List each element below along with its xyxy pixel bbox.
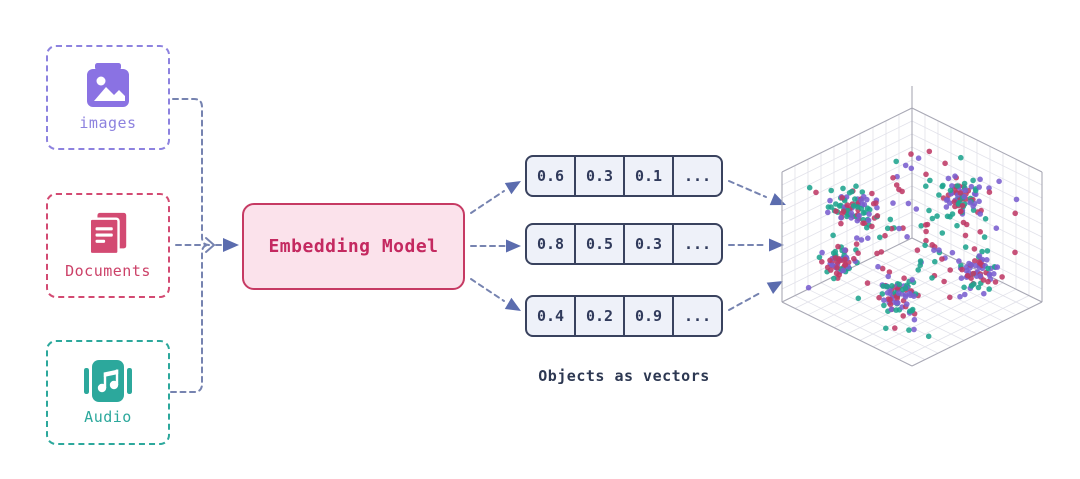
vector-cell: 0.9 bbox=[623, 297, 672, 335]
vector-cell-ellipsis: ... bbox=[672, 297, 721, 335]
documents-icon bbox=[88, 212, 127, 256]
arrowhead-plot1 bbox=[769, 193, 786, 206]
vector-cell: 0.4 bbox=[536, 307, 565, 325]
vector-row-1: 0.6 0.3 0.1 ... bbox=[525, 155, 723, 197]
vector-cell: 0.1 bbox=[623, 157, 672, 195]
vector-cell: 0.3 bbox=[623, 225, 672, 263]
vector-cell: 0.8 bbox=[536, 235, 565, 253]
embedding-model-box: Embedding Model bbox=[242, 203, 465, 290]
input-label-documents: Documents bbox=[65, 262, 151, 280]
vector-cell: 0.6 bbox=[536, 167, 565, 185]
input-label-audio: Audio bbox=[84, 408, 132, 426]
arrowhead-vec2 bbox=[506, 239, 521, 253]
arrowhead-vec3 bbox=[504, 297, 521, 311]
input-box-audio: Audio bbox=[46, 340, 170, 445]
input-box-documents: Documents bbox=[46, 193, 170, 298]
connector-model-vec1 bbox=[470, 190, 505, 214]
connector-vec1-plot bbox=[728, 180, 767, 198]
vector-cell: 0.2 bbox=[574, 297, 623, 335]
connector-audio bbox=[170, 244, 210, 393]
audio-note-icon bbox=[84, 360, 132, 402]
input-box-images: images bbox=[46, 45, 170, 150]
arrowhead-plot2 bbox=[769, 238, 784, 252]
vector-cell: 0.3 bbox=[574, 157, 623, 195]
vector-cell: 0.5 bbox=[574, 225, 623, 263]
vector-cell-ellipsis: ... bbox=[672, 157, 721, 195]
arrowhead-to-model bbox=[223, 238, 239, 252]
vector-row-2: 0.8 0.5 0.3 ... bbox=[525, 223, 723, 265]
vector-row-3: 0.4 0.2 0.9 ... bbox=[525, 295, 723, 337]
arrowhead-vec1 bbox=[504, 181, 521, 195]
image-icon bbox=[87, 63, 129, 107]
merge-chevron bbox=[205, 237, 216, 253]
arrowhead-plot3 bbox=[766, 281, 783, 294]
connector-images bbox=[172, 98, 210, 246]
vector-cell-ellipsis: ... bbox=[672, 225, 721, 263]
connector-vec3-plot bbox=[728, 292, 761, 311]
input-label-images: images bbox=[79, 114, 137, 132]
embedding-model-label: Embedding Model bbox=[268, 236, 439, 257]
connector-model-vec3 bbox=[470, 278, 505, 302]
caption-objects-as-vectors: Objects as vectors bbox=[538, 367, 710, 385]
